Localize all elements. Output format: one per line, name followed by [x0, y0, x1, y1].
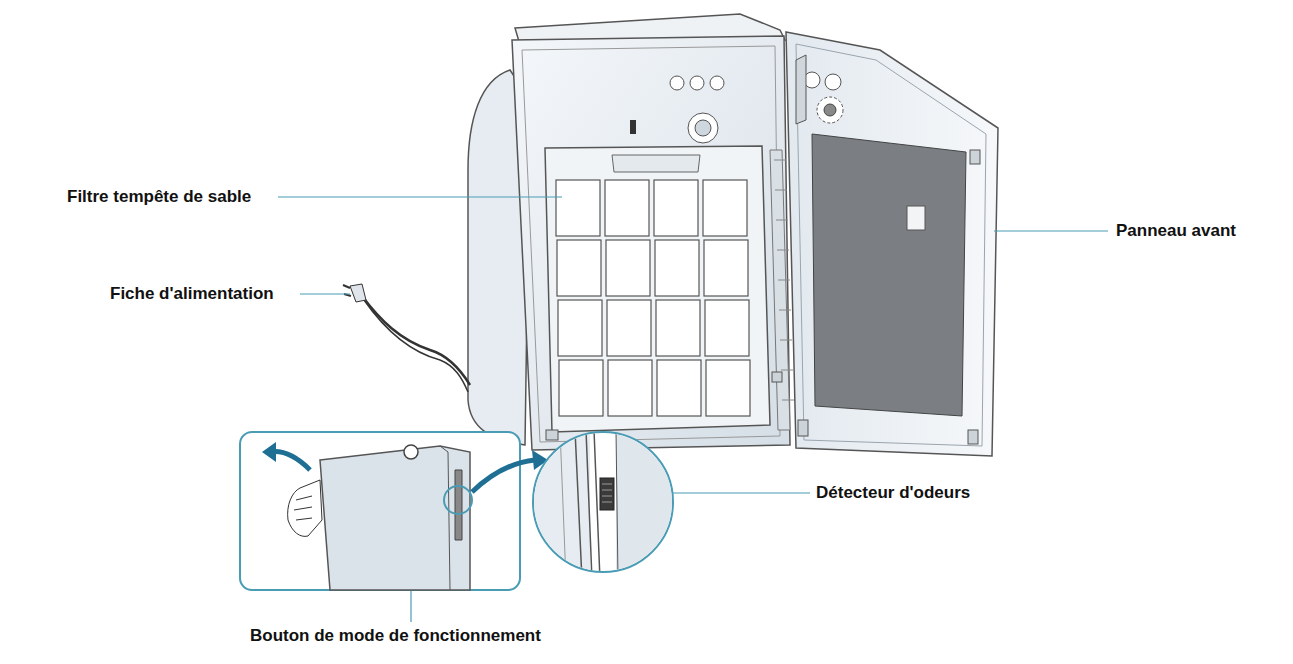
pad-clip [907, 206, 925, 230]
filter-cell [558, 300, 602, 356]
filter-cell [605, 180, 649, 236]
hand-fingers [294, 496, 312, 520]
hand [288, 480, 322, 536]
filter-cell [608, 360, 652, 416]
control-button [670, 76, 684, 90]
part-label: Fiche d'alimentation [110, 284, 274, 304]
power-cord [343, 284, 470, 392]
filter-cell [606, 240, 650, 296]
filter-cell [654, 180, 698, 236]
filter-cell [705, 300, 749, 356]
latch [772, 372, 782, 382]
panel-edge [440, 446, 450, 590]
door-hook [968, 430, 978, 444]
door-bevel [796, 44, 986, 446]
door-dial-back [824, 104, 836, 116]
filter-cell [704, 240, 748, 296]
pull-arrow-head [262, 442, 276, 462]
door-filter-pad [812, 134, 966, 416]
leader-line [300, 293, 350, 294]
part-label: Bouton de mode de fonctionnement [250, 626, 541, 646]
leader-lines [278, 197, 1108, 622]
zoom-edge [560, 430, 566, 580]
zoom-inset [530, 430, 676, 580]
plug-head [350, 284, 366, 302]
filter-cell [607, 300, 651, 356]
cord [362, 296, 470, 385]
filter-cell [556, 180, 600, 236]
control-button [710, 76, 724, 90]
indicator-slot [630, 120, 636, 134]
part-label: Filtre tempête de sable [67, 187, 251, 207]
door-dial-back [817, 97, 843, 123]
filter-tab [612, 155, 700, 172]
side-inset [240, 432, 548, 590]
front-frame [512, 36, 790, 450]
sensor-slots [602, 484, 612, 502]
hinge-strip [770, 150, 790, 430]
inset-frame [240, 432, 520, 590]
door-hinge [798, 420, 808, 436]
control-dial [695, 120, 711, 136]
door-hook [970, 150, 980, 164]
frame-bevel [522, 46, 780, 442]
filter-cell [656, 300, 700, 356]
odor-sensor [600, 478, 614, 510]
leader-line [994, 230, 1108, 231]
zoom-arrow [472, 460, 535, 492]
filter-cell [557, 240, 601, 296]
filter-cell [559, 360, 603, 416]
zoom-marker [444, 486, 472, 514]
zoom-edge [575, 430, 600, 580]
purifier-body [468, 14, 794, 450]
panel-grille [455, 470, 462, 540]
filter-cell [655, 240, 699, 296]
filter-cell [657, 360, 701, 416]
filter-cell [706, 360, 750, 416]
sand-filter [556, 180, 750, 416]
front-panel [786, 32, 998, 456]
filter-cell [703, 180, 747, 236]
side-panel [320, 446, 470, 590]
leader-line [278, 196, 562, 197]
zoom-edge [616, 430, 618, 580]
part-label: Détecteur d'odeurs [816, 483, 970, 503]
cord [364, 300, 468, 392]
part-label: Panneau avant [1116, 221, 1236, 241]
control-button [690, 76, 704, 90]
filter-opening [545, 146, 770, 432]
door-latch [796, 55, 806, 124]
zoom-panel [616, 430, 676, 580]
zoom-content [530, 430, 676, 580]
control-dial [688, 113, 718, 143]
door-outline [786, 32, 998, 456]
foot [546, 430, 558, 440]
mode-button [404, 445, 418, 459]
door-button-back [825, 74, 841, 90]
